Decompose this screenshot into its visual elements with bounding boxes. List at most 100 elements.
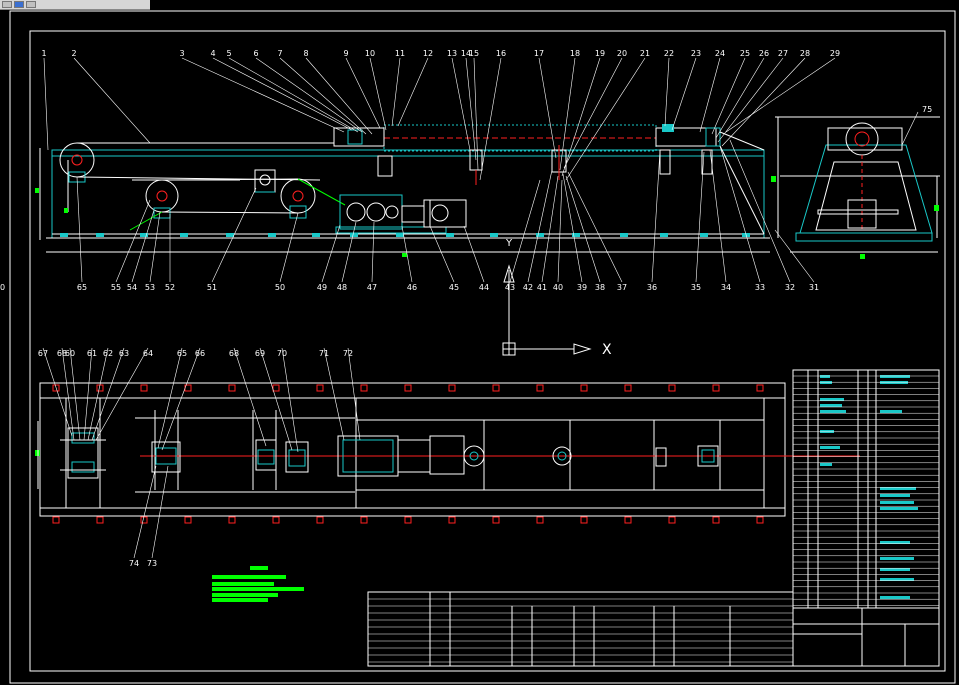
leader-line [463, 225, 485, 283]
leader-line [42, 347, 73, 437]
balloon-15: 15 [469, 49, 479, 58]
balloon-66: 66 [195, 349, 205, 358]
leader-line [255, 57, 363, 133]
balloon-46: 46 [407, 283, 417, 292]
balloon-51: 51 [207, 283, 217, 292]
leader-line [131, 209, 155, 283]
toolbar-button[interactable] [2, 1, 12, 8]
leader-line [133, 465, 157, 559]
leader-line [341, 221, 357, 283]
leader-line [664, 57, 670, 127]
leader-line [91, 347, 125, 441]
leader-line [149, 211, 161, 283]
balloon-21: 21 [640, 49, 650, 58]
balloon-34: 34 [721, 283, 731, 292]
balloon-13: 13 [447, 49, 457, 58]
leader-line [565, 175, 601, 283]
balloon-44: 44 [479, 283, 489, 292]
balloon-30: 30 [0, 283, 5, 292]
leader-line [561, 57, 601, 177]
balloon-74: 74 [129, 559, 139, 568]
balloon-28: 28 [800, 49, 810, 58]
balloon-7: 7 [277, 49, 282, 58]
balloon-69: 69 [255, 349, 265, 358]
balloon-62: 62 [103, 349, 113, 358]
leader-line [73, 57, 151, 144]
balloon-20: 20 [617, 49, 627, 58]
balloon-71: 71 [319, 349, 329, 358]
leader-line [563, 57, 623, 169]
leader-line [541, 175, 559, 283]
balloon-23: 23 [691, 49, 701, 58]
balloon-29: 29 [830, 49, 840, 58]
leader-line [69, 347, 81, 441]
leader-line [371, 221, 375, 283]
leader-line [212, 57, 353, 131]
balloon-40: 40 [553, 283, 563, 292]
leader-line [61, 347, 75, 441]
leader-line [157, 347, 183, 449]
leader-line [527, 169, 553, 283]
balloon-45: 45 [449, 283, 459, 292]
balloon-8: 8 [303, 49, 308, 58]
leader-line [473, 57, 479, 171]
balloon-3: 3 [179, 49, 184, 58]
table-rows [368, 375, 939, 663]
toolbar-button-active[interactable] [14, 1, 24, 8]
balloon-50: 50 [275, 283, 285, 292]
balloon-4: 4 [210, 49, 215, 58]
leader-line [699, 57, 721, 133]
leader-line [721, 57, 806, 147]
toolbar-button[interactable] [26, 1, 36, 8]
balloon-1: 1 [41, 49, 46, 58]
balloon-9: 9 [343, 49, 348, 58]
balloon-68: 68 [229, 349, 239, 358]
balloon-38: 38 [595, 283, 605, 292]
axis-y-label: Y [505, 238, 513, 249]
balloon-31: 31 [809, 283, 819, 292]
leader-line [429, 225, 455, 283]
balloon-64: 64 [143, 349, 153, 358]
technical-notes [212, 566, 304, 602]
leader-line [95, 347, 149, 441]
leader-line [233, 347, 267, 447]
balloon-61: 61 [87, 349, 97, 358]
leader-line [83, 347, 93, 441]
balloon-39: 39 [577, 283, 587, 292]
leader-line [115, 199, 151, 283]
balloon-47: 47 [367, 283, 377, 292]
leader-line [451, 57, 471, 151]
leader-line [281, 347, 299, 453]
balloon-48: 48 [337, 283, 347, 292]
balloon-10: 10 [365, 49, 375, 58]
balloon-53: 53 [145, 283, 155, 292]
leader-line [151, 465, 169, 559]
leader-line [901, 111, 919, 146]
leader-line [279, 57, 367, 135]
balloon-37: 37 [617, 283, 627, 292]
balloon-65: 65 [77, 283, 87, 292]
lower-pulley [145, 179, 179, 213]
title-block [792, 607, 940, 667]
balloon-65: 65 [177, 349, 187, 358]
balloon-11: 11 [395, 49, 405, 58]
balloon-72: 72 [343, 349, 353, 358]
balloon-55: 55 [111, 283, 121, 292]
leader-line [305, 57, 373, 135]
balloon-52: 52 [165, 283, 175, 292]
balloon-43: 43 [505, 283, 515, 292]
gearbox [339, 194, 403, 230]
leader-line [479, 57, 502, 181]
balloon-35: 35 [691, 283, 701, 292]
leader-line [347, 347, 361, 441]
leader-line [557, 179, 563, 283]
balloon-41: 41 [537, 283, 547, 292]
inner-border [29, 30, 946, 672]
leader-line [711, 57, 746, 135]
balloon-18: 18 [570, 49, 580, 58]
leader-line [87, 347, 109, 441]
balloon-6: 6 [253, 49, 258, 58]
leader-line [671, 57, 697, 131]
leader-line [369, 57, 387, 131]
